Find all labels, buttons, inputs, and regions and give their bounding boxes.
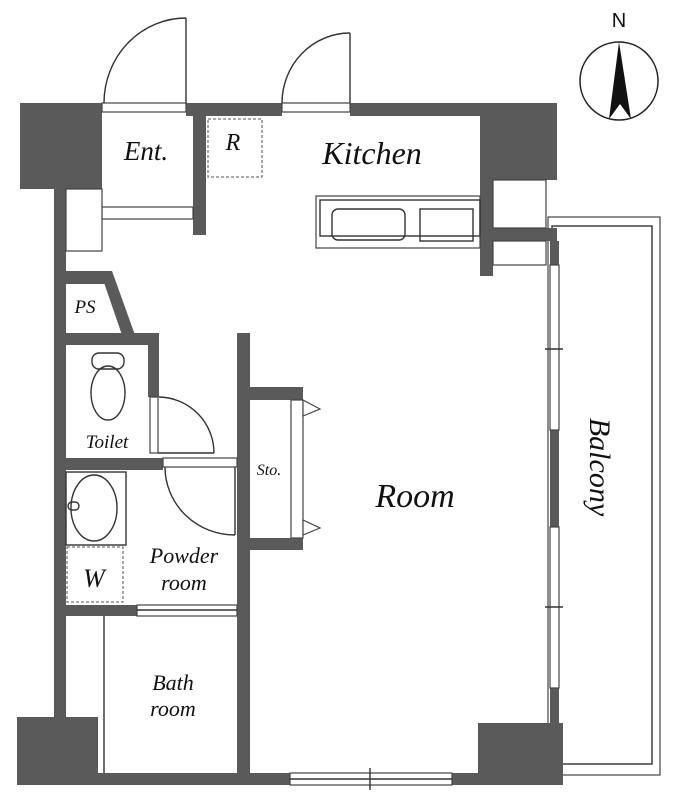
label-toilet: Toilet <box>86 432 129 453</box>
washbasin <box>65 471 127 546</box>
windows <box>289 264 563 790</box>
label-balcony: Balcony <box>583 418 616 517</box>
entrance-step <box>101 206 194 220</box>
label-entrance: Ent. <box>123 136 168 166</box>
entrance-door[interactable] <box>101 17 187 113</box>
washer-space <box>66 546 124 603</box>
label-powder-room-1: Powder <box>149 543 219 568</box>
storage-door[interactable] <box>290 399 322 539</box>
label-kitchen: Kitchen <box>321 135 422 171</box>
label-bath-room-1: Bath <box>152 670 194 695</box>
north-arrow-icon <box>609 42 631 119</box>
label-washer: W <box>83 564 107 593</box>
toilet-door[interactable] <box>149 396 215 454</box>
label-ps: PS <box>73 297 96 318</box>
compass-north-label: N <box>612 10 626 32</box>
north-compass: N <box>579 10 659 121</box>
label-powder-room-2: room <box>161 570 207 595</box>
powder-room-door[interactable] <box>162 457 238 536</box>
shaft <box>65 188 103 252</box>
label-room: Room <box>374 478 454 515</box>
balcony <box>547 216 661 776</box>
kitchen-door[interactable] <box>281 32 351 113</box>
label-refrigerator: R <box>225 130 241 156</box>
kitchen-counter <box>315 179 547 266</box>
bath-door[interactable] <box>136 604 238 617</box>
refrigerator-space <box>207 118 263 178</box>
label-storage: Sto. <box>257 462 281 479</box>
toilet-fixture <box>90 352 126 421</box>
walls <box>17 103 563 785</box>
label-bath-room-2: room <box>150 696 196 721</box>
